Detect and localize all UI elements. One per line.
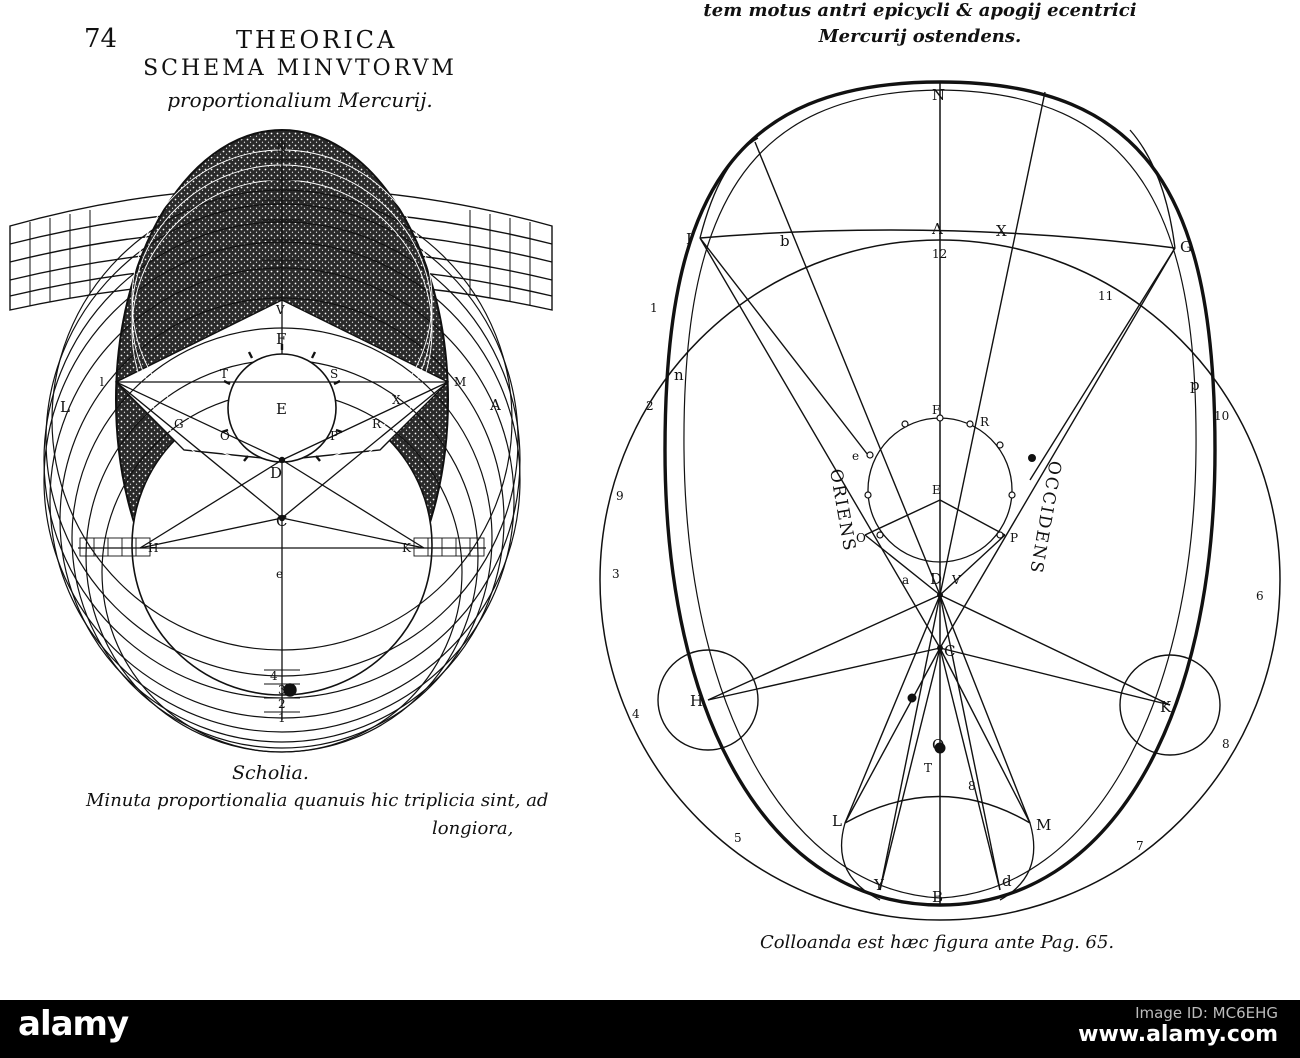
right-ring-10: 10 bbox=[1214, 409, 1229, 423]
right-label-e: e bbox=[852, 449, 859, 463]
right-footer: Colloanda est hæc figura ante Pag. 65. bbox=[760, 932, 1115, 953]
left-label-R: R bbox=[372, 417, 382, 431]
right-label-V: V bbox=[951, 573, 961, 587]
right-label-12: 12 bbox=[932, 247, 947, 261]
astronomical-diagram: F T S E G R O P D C e L l M X A H K V N … bbox=[9, 80, 1281, 921]
right-label-M: M bbox=[1036, 816, 1051, 834]
left-label-D: D bbox=[270, 464, 282, 482]
left-figure-schema bbox=[9, 129, 553, 753]
left-label-O: O bbox=[220, 429, 230, 443]
right-label-K: K bbox=[1160, 698, 1172, 716]
right-circle-H bbox=[657, 649, 759, 751]
right-label-L: L bbox=[832, 812, 842, 830]
left-label-T: T bbox=[220, 367, 228, 381]
right-label-P: P bbox=[1010, 531, 1018, 545]
left-label-N: N bbox=[276, 141, 287, 155]
left-label-G: G bbox=[174, 417, 184, 431]
left-label-l: l bbox=[100, 375, 104, 389]
right-ring-6: 6 bbox=[1256, 589, 1264, 603]
right-label-F: F bbox=[932, 403, 940, 417]
right-label-d: d bbox=[1002, 872, 1012, 890]
watermark-image-id: Image ID: MC6EHG bbox=[1135, 1004, 1278, 1022]
watermark-logo: alamy bbox=[18, 1004, 129, 1044]
right-label-C: C bbox=[944, 642, 955, 660]
left-scale-1: 1 bbox=[278, 711, 286, 725]
right-ring-5: 5 bbox=[734, 831, 742, 845]
right-ring-4: 4 bbox=[632, 707, 640, 721]
watermark-bar bbox=[0, 1000, 1300, 1058]
right-label-E: E bbox=[932, 483, 941, 497]
right-label-A: A bbox=[931, 220, 943, 238]
right-label-B: B bbox=[932, 888, 943, 906]
left-scale-3: 3 bbox=[278, 683, 286, 697]
scholia-heading: Scholia. bbox=[232, 762, 309, 784]
left-scale-4: 4 bbox=[270, 669, 278, 683]
left-construction-lines bbox=[78, 381, 486, 549]
left-label-L: L bbox=[60, 398, 70, 416]
right-label-X: X bbox=[996, 222, 1007, 240]
right-labels: N A X b I G 12 11 n p F R E e O P D V a … bbox=[612, 86, 1264, 906]
running-head: THEORICA bbox=[236, 26, 398, 54]
right-header-line-1: tem motus antri epicycli & apogij ecentr… bbox=[703, 0, 1137, 21]
left-title: SCHEMA MINVTORVM bbox=[143, 56, 457, 81]
left-label-H: H bbox=[148, 541, 158, 555]
right-figure-mercury-orbit bbox=[599, 80, 1281, 921]
watermark-info: Image ID: MC6EHG www.alamy.com bbox=[1078, 1004, 1278, 1047]
left-label-C: C bbox=[276, 512, 287, 530]
right-label-H: H bbox=[690, 692, 703, 710]
right-label-G: G bbox=[1180, 238, 1192, 256]
right-header-line-2: Mercurij ostendens. bbox=[818, 26, 1022, 47]
right-ring-2: 2 bbox=[646, 399, 654, 413]
right-construction-lines bbox=[699, 91, 1176, 891]
left-label-A: A bbox=[489, 396, 501, 414]
right-ring-3: 3 bbox=[612, 567, 620, 581]
left-scale-2: 2 bbox=[278, 697, 286, 711]
right-ring-1: 1 bbox=[650, 301, 658, 315]
left-label-e: e bbox=[276, 567, 283, 581]
left-label-F: F bbox=[276, 330, 286, 348]
right-circle-K bbox=[1119, 654, 1221, 756]
right-label-N: N bbox=[932, 86, 945, 104]
right-label-p: p bbox=[1190, 376, 1200, 394]
left-label-V: V bbox=[275, 303, 285, 317]
right-label-b: b bbox=[780, 232, 790, 250]
right-label-Y: Y bbox=[873, 876, 885, 894]
left-labels: F T S E G R O P D C e L l M X A H K V N … bbox=[60, 141, 501, 725]
scholia-line-2: longiora, bbox=[432, 818, 514, 839]
right-label-11: 11 bbox=[1098, 289, 1113, 303]
right-label-O: O bbox=[856, 531, 866, 545]
right-ring-7: 7 bbox=[1136, 839, 1144, 853]
occidens-label: OCCIDENS bbox=[1025, 459, 1065, 576]
right-label-T: T bbox=[924, 761, 932, 775]
right-label-I: I bbox=[686, 230, 692, 248]
left-label-X: X bbox=[392, 393, 401, 407]
left-axis-scale bbox=[262, 159, 302, 713]
right-label-8-inner: 8 bbox=[968, 779, 976, 793]
right-ring-9: 9 bbox=[616, 489, 624, 503]
right-label-a: a bbox=[902, 573, 909, 587]
left-label-M: M bbox=[454, 375, 466, 389]
left-label-S: S bbox=[330, 367, 338, 381]
right-label-R: R bbox=[980, 415, 990, 429]
right-label-D: D bbox=[930, 570, 942, 588]
right-label-Q: Q bbox=[932, 736, 944, 754]
left-label-K: K bbox=[402, 541, 412, 555]
left-label-E: E bbox=[276, 400, 287, 418]
left-subtitle: proportionalium Mercurij. bbox=[167, 88, 433, 112]
page-number: 74 bbox=[84, 24, 118, 54]
oriens-label: ORIENS bbox=[825, 467, 859, 554]
watermark-site: www.alamy.com bbox=[1078, 1022, 1278, 1047]
left-label-P: P bbox=[330, 429, 338, 443]
scholia-line-1: Minuta proportionalia quanuis hic tripli… bbox=[86, 790, 549, 811]
right-ring-8: 8 bbox=[1222, 737, 1230, 751]
right-label-n: n bbox=[674, 366, 684, 384]
